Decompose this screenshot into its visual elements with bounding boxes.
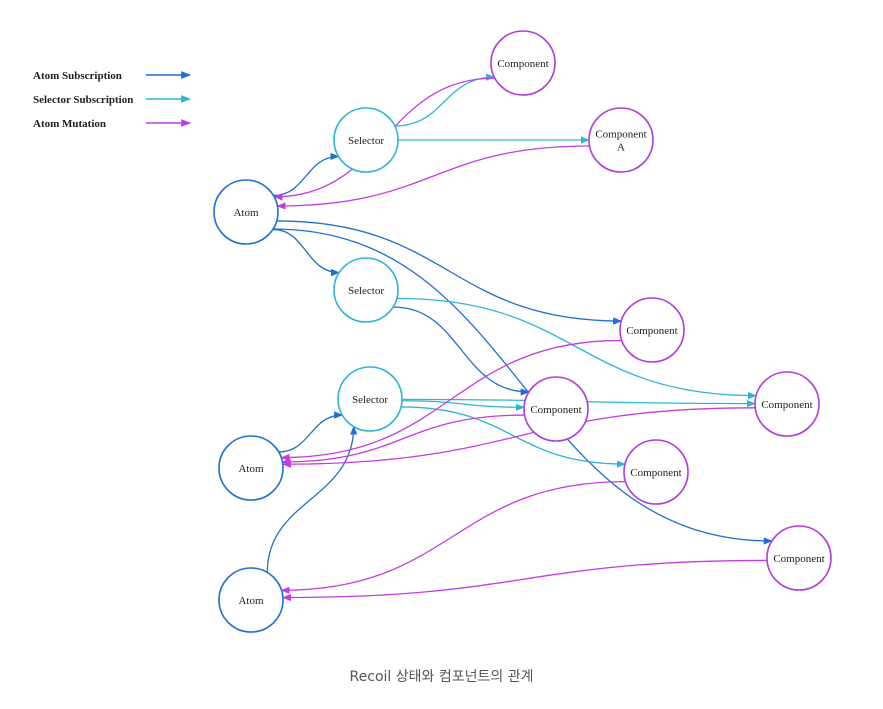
edge-selector-subscription <box>401 406 626 468</box>
edge-atom-mutation <box>280 339 622 462</box>
edge-selector-subscription <box>401 400 525 411</box>
component-node: Component <box>523 376 589 442</box>
edge-atom-subscription <box>266 425 358 573</box>
atom-circle <box>213 179 279 245</box>
selector-label: Selector <box>348 285 384 297</box>
figure-caption: Recoil 상태와 컴포넌트의 관계 <box>349 669 534 685</box>
component-circle <box>766 525 832 591</box>
component-label: A <box>617 142 625 154</box>
selector-node: Selector <box>333 257 399 323</box>
edge-atom-mutation <box>281 414 525 466</box>
edge-atom-subscription <box>272 228 341 277</box>
edges <box>266 73 773 602</box>
atom-node: Atom <box>218 435 284 501</box>
selector-circle <box>337 366 403 432</box>
edge-atom-mutation <box>280 480 626 594</box>
atom-node: Atom <box>213 179 279 245</box>
component-circle <box>754 371 820 437</box>
legend-label-atom-mutation: Atom Mutation <box>33 118 106 130</box>
atom-label: Atom <box>238 463 264 475</box>
nodes: AtomAtomAtomSelectorSelectorSelectorComp… <box>213 30 832 633</box>
edge-atom-subscription <box>273 228 773 545</box>
edge-atom-subscription <box>278 411 344 453</box>
edge-selector-subscription <box>394 73 496 127</box>
selector-circle <box>333 257 399 323</box>
edge-atom-mutation <box>281 559 768 602</box>
component-circle <box>619 297 685 363</box>
component-circle <box>523 376 589 442</box>
edge-atom-subscription <box>276 220 623 325</box>
edge-atom-subscription <box>393 306 530 396</box>
component-node: Component <box>766 525 832 591</box>
atom-label: Atom <box>233 207 259 219</box>
selector-label: Selector <box>348 135 384 147</box>
component-circle <box>623 439 689 505</box>
component-label: Component <box>630 467 681 479</box>
component-label: Component <box>497 58 548 70</box>
component-node: Component <box>623 439 689 505</box>
atom-circle <box>218 567 284 633</box>
component-label: Component <box>761 399 812 411</box>
edge-atom-mutation <box>276 145 590 210</box>
component-circle <box>588 107 654 173</box>
component-node: Component <box>490 30 556 96</box>
edge-atom-mutation <box>281 407 756 468</box>
edge-selector-subscription <box>396 297 758 400</box>
atom-node: Atom <box>218 567 284 633</box>
component-label: Component <box>595 129 646 141</box>
component-circle <box>490 30 556 96</box>
atom-circle <box>218 435 284 501</box>
selector-node: Selector <box>333 107 399 173</box>
component-label: Component <box>626 325 677 337</box>
atom-label: Atom <box>238 595 264 607</box>
selector-node: Selector <box>337 366 403 432</box>
component-node: Component <box>619 297 685 363</box>
legend-label-atom-subscription: Atom Subscription <box>33 70 122 82</box>
legend-label-selector-subscription: Selector Subscription <box>33 94 133 106</box>
edge-atom-subscription <box>273 152 340 197</box>
selector-label: Selector <box>352 394 388 406</box>
selector-circle <box>333 107 399 173</box>
component-label: Component <box>773 553 824 565</box>
component-label: Component <box>530 404 581 416</box>
component-node: Component <box>754 371 820 437</box>
